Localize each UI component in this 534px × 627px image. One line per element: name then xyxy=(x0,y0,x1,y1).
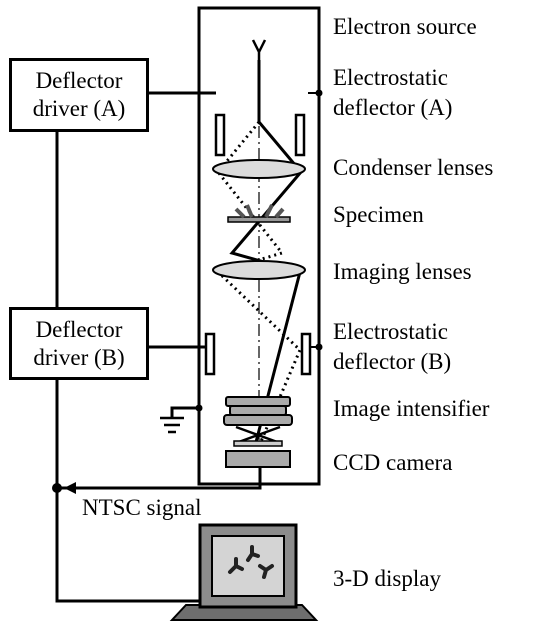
electron-source-icon xyxy=(251,39,267,60)
label-deflector-a-line2: deflector (A) xyxy=(333,95,453,120)
driver-b-line1: Deflector xyxy=(35,316,123,342)
ccd-camera-icon xyxy=(225,450,291,468)
wiring xyxy=(55,91,319,603)
driver-a-line2: driver (A) xyxy=(32,96,126,121)
monitor-icon xyxy=(169,523,319,621)
junction-dot xyxy=(52,483,62,493)
imaging-lens xyxy=(212,260,306,280)
driver-a-line1: Deflector xyxy=(35,68,123,93)
beam-path-solid xyxy=(229,60,303,447)
arrow-icon xyxy=(64,482,76,494)
deflector-b-left-plate xyxy=(204,332,216,376)
specimen-holder-icon xyxy=(227,204,291,223)
label-electron-source: Electron source xyxy=(333,14,477,39)
junction-dot xyxy=(315,89,323,97)
label-image-intensifier: Image intensifier xyxy=(333,396,490,421)
junction-dot xyxy=(195,404,203,412)
deflector-driver-a-box: Deflector driver (A) xyxy=(9,58,149,132)
label-condenser-lenses: Condenser lenses xyxy=(333,155,494,180)
label-imaging-lenses: Imaging lenses xyxy=(333,259,472,284)
deflector-b-right-plate xyxy=(300,332,312,376)
condenser-lens xyxy=(212,159,306,179)
label-specimen: Specimen xyxy=(333,202,424,227)
label-ccd-camera: CCD camera xyxy=(333,450,453,475)
ground-icon xyxy=(160,416,184,434)
junction-dot xyxy=(315,343,323,351)
deflector-a-left-plate xyxy=(214,113,226,157)
label-deflector-a-line1: Electrostatic xyxy=(333,65,448,90)
deflector-driver-b-box: Deflector driver (B) xyxy=(9,307,149,380)
label-deflector-b-line1: Electrostatic xyxy=(333,319,448,344)
label-ntsc-signal: NTSC signal xyxy=(82,495,202,520)
driver-b-line2: driver (B) xyxy=(33,344,125,370)
deflector-a-right-plate xyxy=(294,113,306,157)
image-intensifier xyxy=(223,396,293,447)
label-deflector-b-line2: deflector (B) xyxy=(333,349,452,374)
label-3d-display: 3-D display xyxy=(333,566,441,591)
